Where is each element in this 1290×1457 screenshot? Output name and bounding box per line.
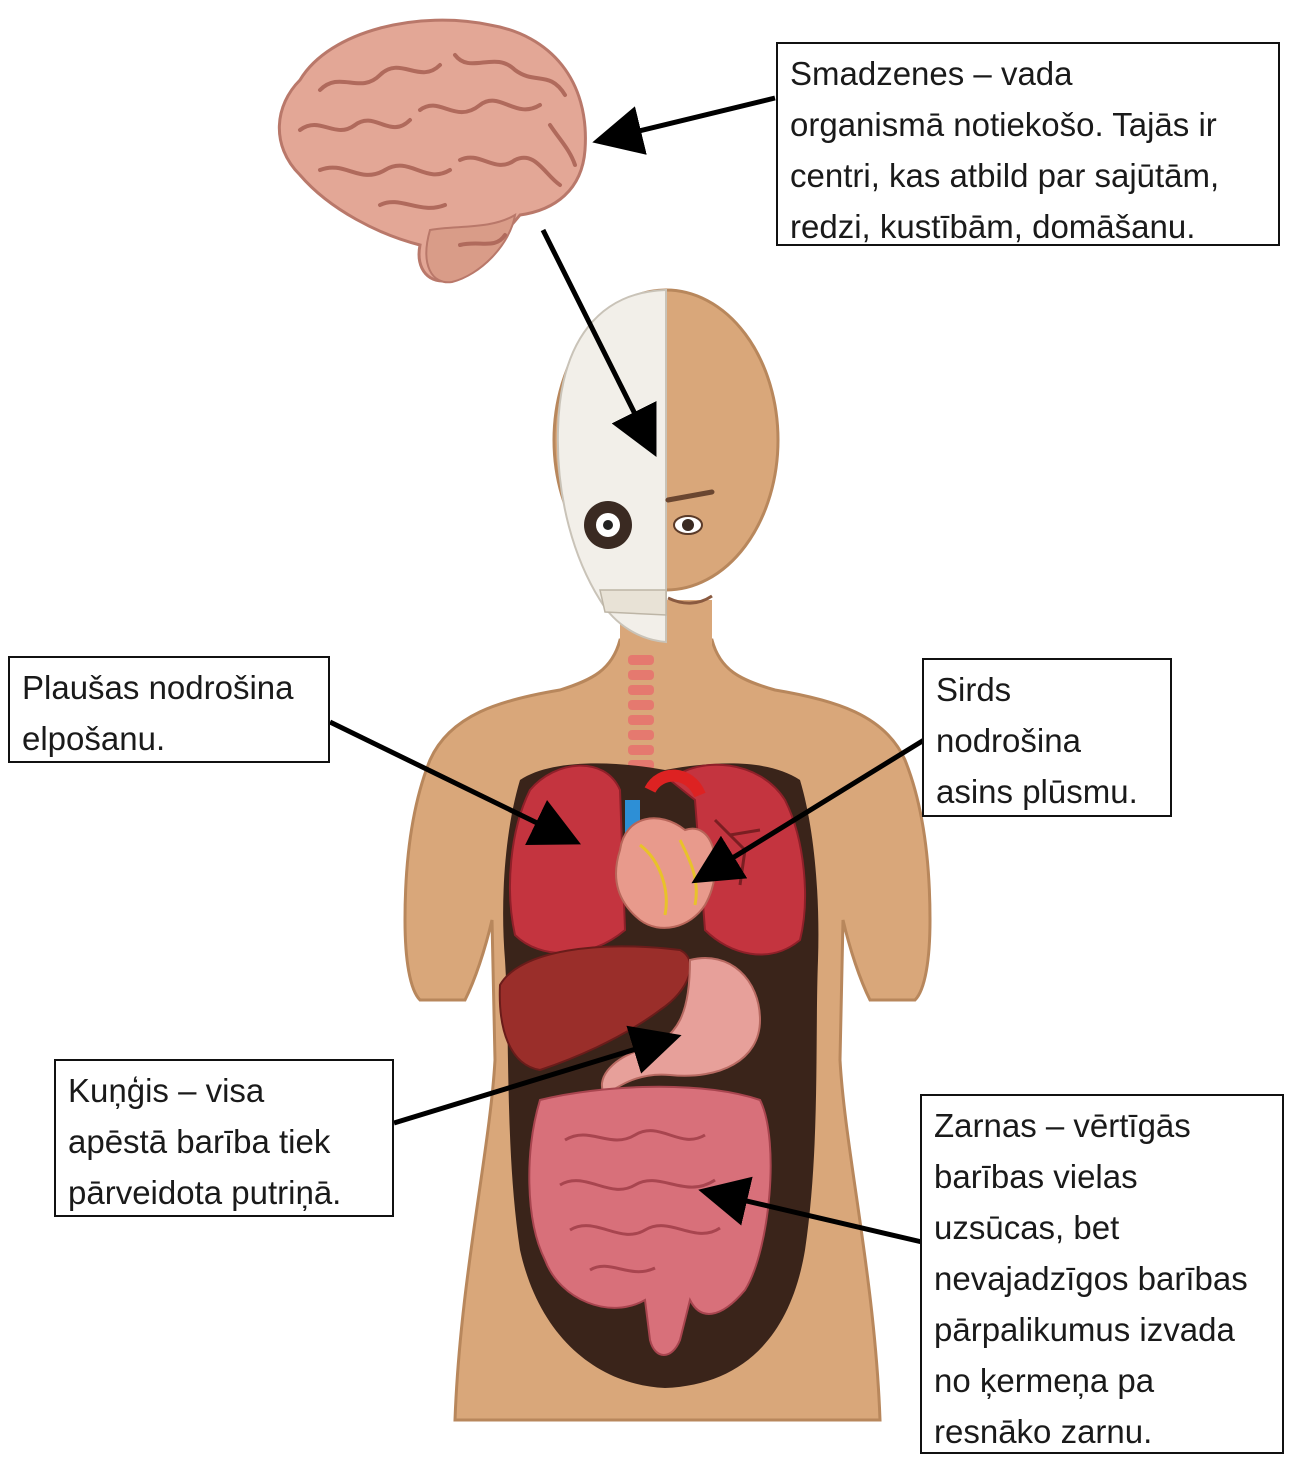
label-heart-line: nodrošina	[936, 715, 1158, 766]
label-brain-line: redzi, kustībām, domāšanu.	[790, 201, 1266, 252]
label-stomach-line: apēstā barība tiek	[68, 1116, 380, 1167]
label-intestines-line: no ķermeņa pa	[934, 1355, 1270, 1406]
label-lungs-line: Plaušas nodrošina	[22, 662, 316, 713]
label-intestines: Zarnas – vērtīgās barības vielas uzsūcas…	[920, 1094, 1284, 1454]
label-brain-line: organismā notiekošo. Tajās ir	[790, 99, 1266, 150]
label-intestines-line: nevajadzīgos barības	[934, 1253, 1270, 1304]
label-intestines-line: Zarnas – vērtīgās	[934, 1100, 1270, 1151]
label-heart-line: Sirds	[936, 664, 1158, 715]
label-lungs-line: elpošanu.	[22, 713, 316, 764]
lungs-icon	[510, 766, 625, 954]
human-body-icon	[405, 290, 930, 1420]
label-lungs: Plaušas nodrošina elpošanu.	[8, 656, 330, 763]
label-stomach: Kuņģis – visa apēstā barība tiek pārveid…	[54, 1059, 394, 1217]
label-intestines-line: barības vielas	[934, 1151, 1270, 1202]
label-brain-line: centri, kas atbild par sajūtām,	[790, 150, 1266, 201]
label-intestines-line: uzsūcas, bet	[934, 1202, 1270, 1253]
label-heart: Sirds nodrošina asins plūsmu.	[922, 658, 1172, 817]
arrow-brain-label	[602, 98, 775, 140]
label-brain-line: Smadzenes – vada	[790, 48, 1266, 99]
label-intestines-line: pārpalikumus izvada	[934, 1304, 1270, 1355]
label-stomach-line: Kuņģis – visa	[68, 1065, 380, 1116]
brain-icon	[279, 20, 585, 282]
label-heart-line: asins plūsmu.	[936, 766, 1158, 817]
label-intestines-line: resnāko zarnu.	[934, 1406, 1270, 1457]
label-stomach-line: pārveidota putriņā.	[68, 1167, 380, 1218]
skull-icon	[558, 290, 666, 642]
label-brain: Smadzenes – vada organismā notiekošo. Ta…	[776, 42, 1280, 246]
